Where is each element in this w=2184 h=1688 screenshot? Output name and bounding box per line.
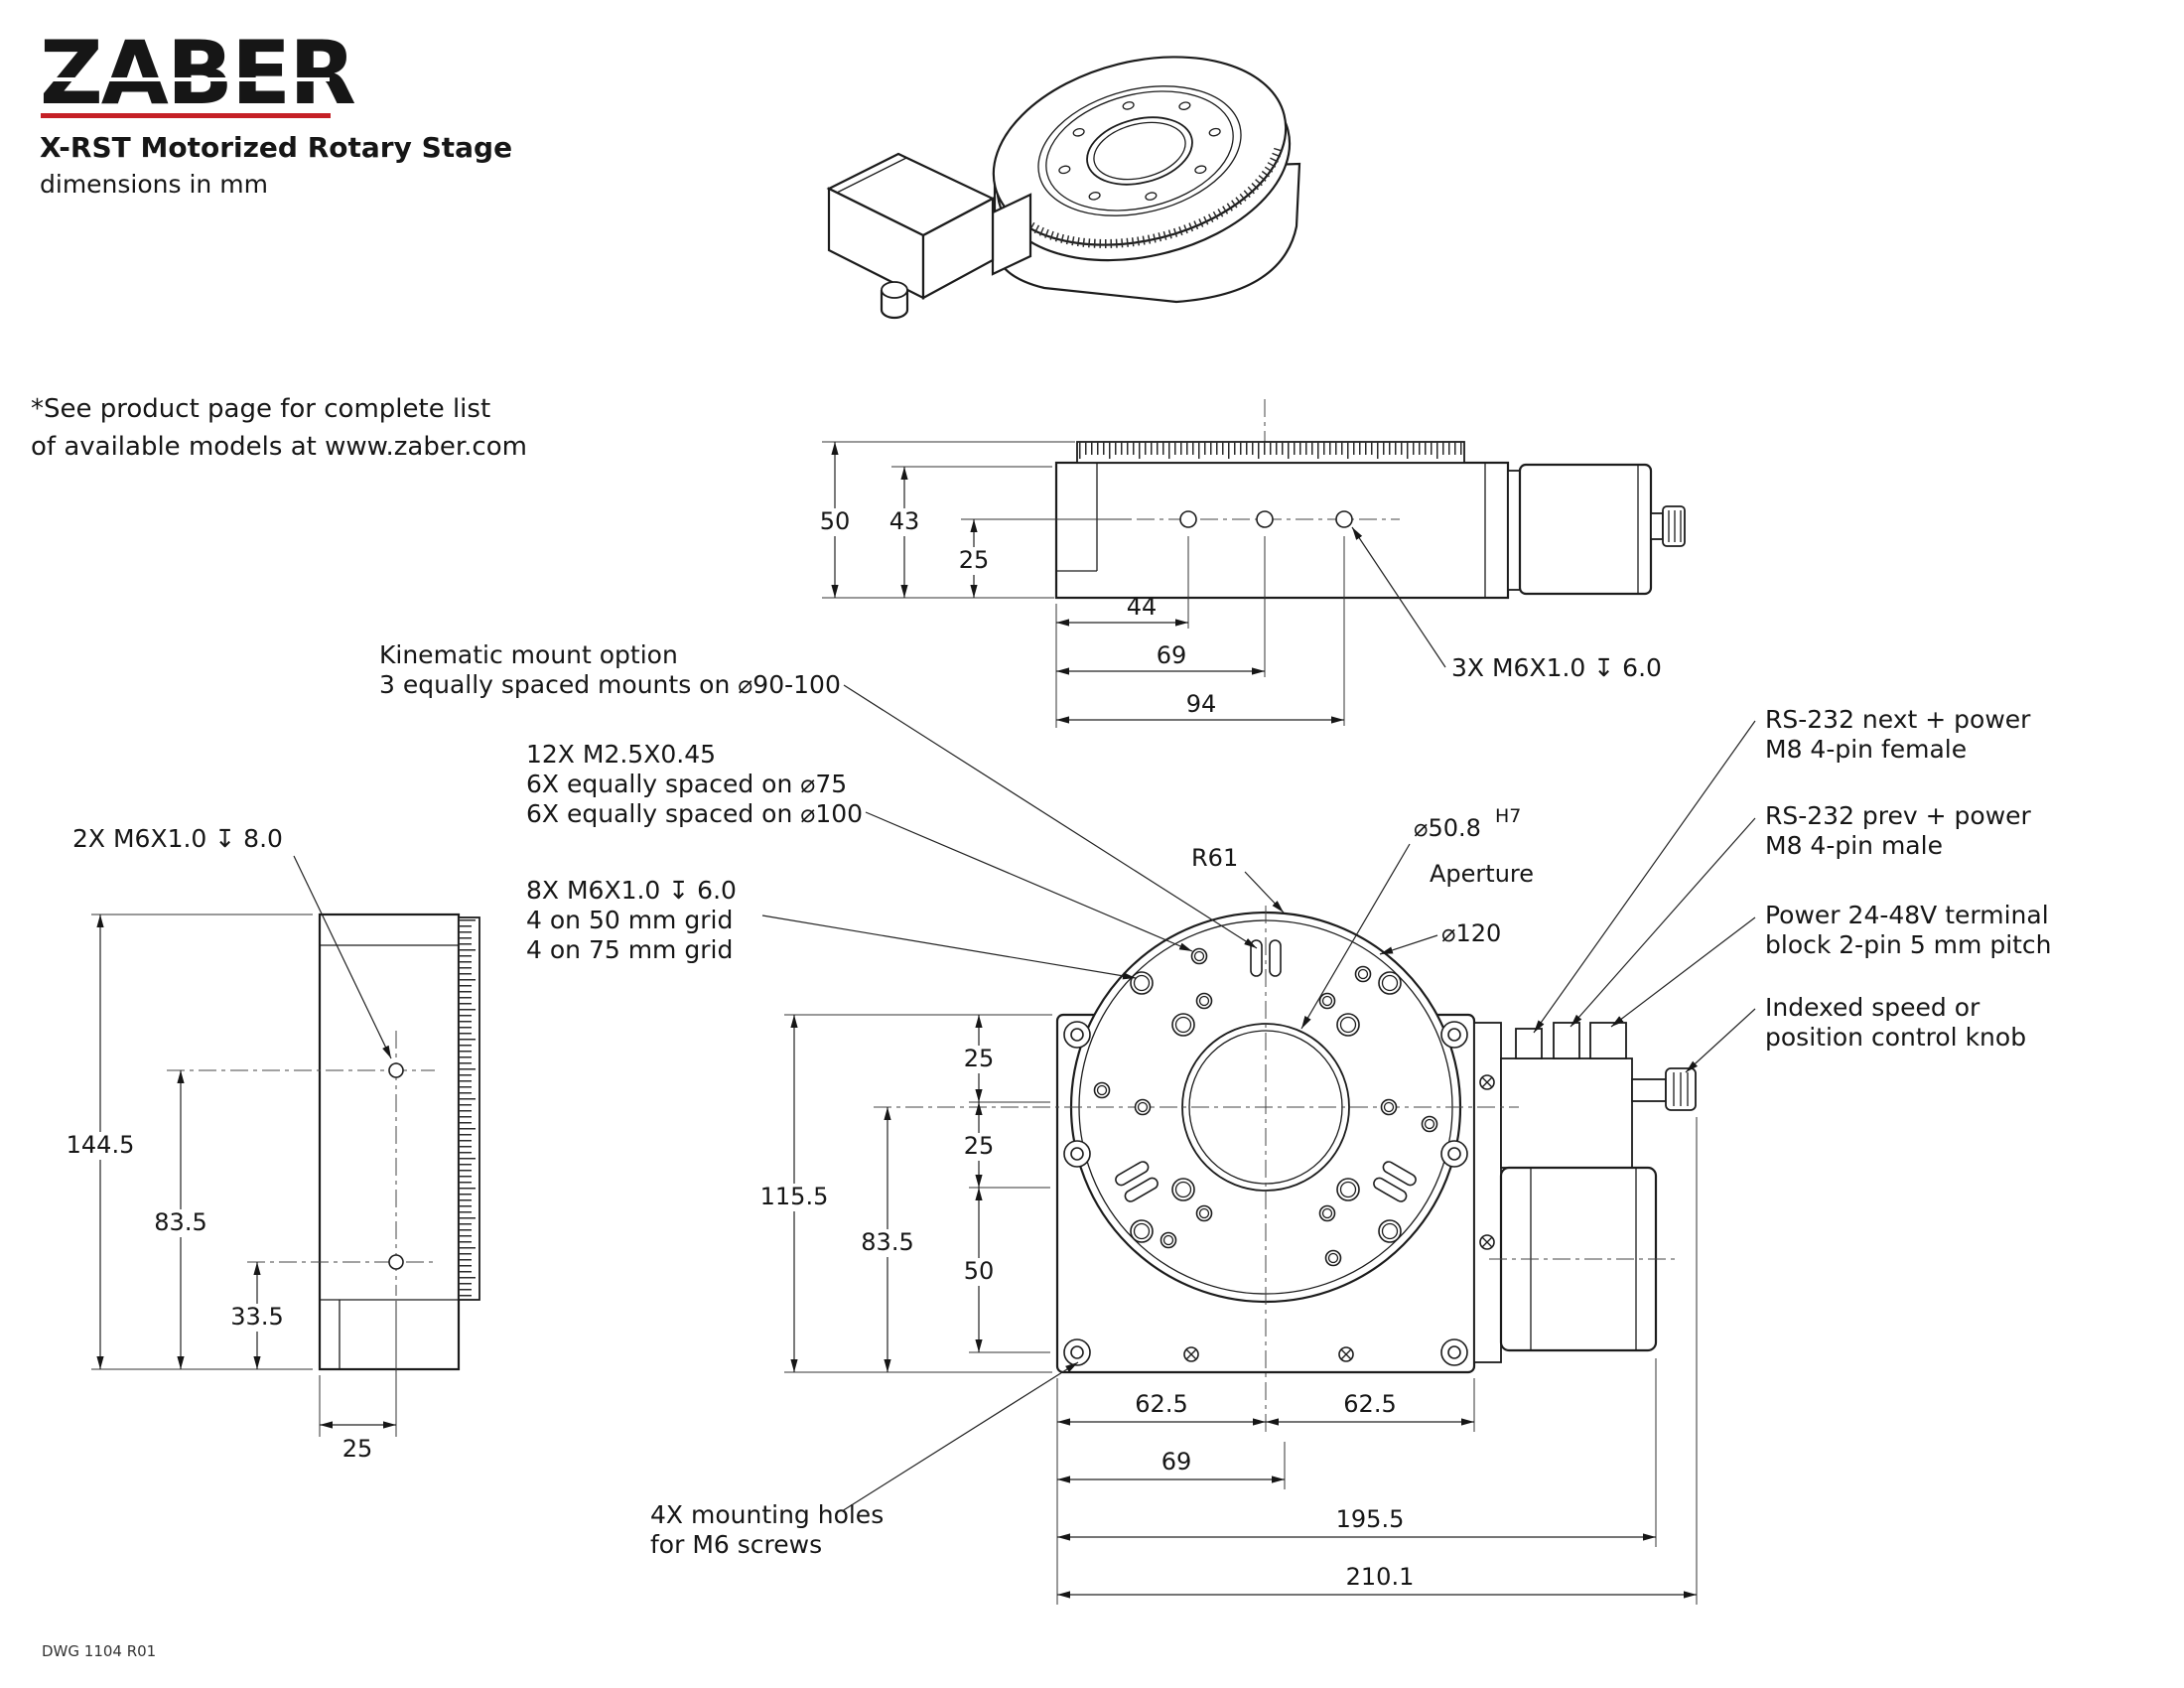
plan-dim-body-length: 195.5: [1336, 1505, 1405, 1533]
iso-platter: [992, 56, 1292, 262]
side-tap-callout: 2X M6X1.0 ↧ 8.0: [72, 824, 283, 853]
footnote-line1: *See product page for complete list: [31, 394, 490, 424]
plan-dim-overall-length: 210.1: [1346, 1563, 1415, 1591]
isometric-view: [826, 56, 1301, 320]
plan-dim-center-bottom: 83.5: [861, 1228, 913, 1256]
rs232-prev-line1: RS-232 prev + power: [1765, 801, 2032, 830]
mounting-line2: for M6 screws: [650, 1530, 822, 1559]
front-tap-hole: [1335, 510, 1353, 528]
callout-knob: Indexed speed or position control knob: [1685, 993, 2026, 1073]
plan-aperture-fit-label: H7: [1495, 805, 1521, 827]
plan-housing-strip: [1473, 1022, 1502, 1363]
logo-underline: [41, 113, 331, 118]
front-motor: [1518, 463, 1653, 596]
kinematic-line1: Kinematic mount option: [379, 640, 678, 669]
product-title: X-RST Motorized Rotary Stage: [40, 131, 512, 164]
callout-power: Power 24-48V terminal block 2-pin 5 mm p…: [1610, 901, 2052, 1028]
m6-line3: 4 on 75 mm grid: [526, 935, 733, 964]
plan-dim-50: 50: [964, 1257, 995, 1285]
plan-aperture-dia-label: ⌀50.8: [1414, 814, 1481, 842]
callout-m6-taps: 8X M6X1.0 ↧ 6.0 4 on 50 mm grid 4 on 75 …: [526, 876, 1137, 980]
front-body: [1054, 461, 1510, 600]
front-dim-hole1: 44: [1127, 593, 1158, 621]
front-dim-body-height: 43: [889, 507, 920, 535]
plan-aperture-word: Aperture: [1430, 860, 1534, 888]
plan-dim-right-half: 62.5: [1343, 1390, 1396, 1418]
front-dim-hole3: 94: [1186, 690, 1217, 718]
front-dim-hole2: 69: [1157, 641, 1187, 669]
front-tap-callout: 3X M6X1.0 ↧ 6.0: [1451, 653, 1662, 682]
side-body: [318, 913, 461, 1371]
side-dim-lower-hole: 33.5: [230, 1303, 283, 1331]
knob-line1: Indexed speed or: [1765, 993, 1980, 1022]
side-view: 2X M6X1.0 ↧ 8.0 144.5 83.5 33.5 25: [56, 824, 480, 1463]
m25-line1: 12X M2.5X0.45: [526, 740, 716, 769]
side-tap-hole-upper: [388, 1062, 404, 1078]
side-dim-upper-hole: 83.5: [154, 1208, 206, 1236]
knob-line2: position control knob: [1765, 1023, 2026, 1052]
side-tap-hole-lower: [388, 1254, 404, 1270]
callout-mounting-holes: 4X mounting holes for M6 screws: [650, 1361, 1079, 1559]
footnote-line2: of available models at www.zaber.com: [31, 432, 527, 462]
m25-line2: 6X equally spaced on ⌀75: [526, 770, 847, 798]
rs232-next-line1: RS-232 next + power: [1765, 705, 2031, 734]
plan-electronics-housing: [1500, 1057, 1633, 1169]
connector-m8-male: [1553, 1022, 1580, 1059]
iso-aperture: [1086, 116, 1193, 186]
plan-outer-dia-label: ⌀120: [1441, 919, 1501, 947]
rs232-next-line2: M8 4-pin female: [1765, 735, 1967, 764]
callout-m25-taps: 12X M2.5X0.45 6X equally spaced on ⌀75 6…: [526, 740, 1193, 952]
front-dim-overall-height: 50: [820, 507, 851, 535]
rs232-prev-line2: M8 4-pin male: [1765, 831, 1943, 860]
callout-kinematic: Kinematic mount option 3 equally spaced …: [379, 640, 1258, 949]
zaber-logo: ZABER: [40, 22, 354, 124]
m25-line3: 6X equally spaced on ⌀100: [526, 799, 863, 828]
front-knob: [1662, 505, 1686, 547]
m6-line1: 8X M6X1.0 ↧ 6.0: [526, 876, 737, 905]
units-note: dimensions in mm: [40, 170, 268, 199]
kinematic-line2: 3 equally spaced mounts on ⌀90-100: [379, 670, 841, 699]
front-dim-hole-height: 25: [959, 546, 990, 574]
knob-stem: [1631, 1078, 1667, 1102]
iso-motor: [826, 152, 996, 320]
front-motor-flange: [1507, 470, 1521, 591]
connector-terminal-block: [1589, 1022, 1627, 1059]
power-line2: block 2-pin 5 mm pitch: [1765, 930, 2052, 959]
side-graduation-ruler: [458, 916, 480, 1301]
plan-dim-left-half: 62.5: [1135, 1390, 1187, 1418]
front-tap-hole: [1256, 510, 1274, 528]
front-tap-hole: [1179, 510, 1197, 528]
front-view: 50 43 25 44 69 94 3X M6X1.0 ↧ 6.0: [812, 399, 1686, 728]
drawing-number: DWG 1104 R01: [42, 1642, 156, 1660]
plan-radius-label: R61: [1191, 844, 1238, 872]
plan-view: 115.5 83.5 25 25 50 62.5 62.5 69 195.5 2…: [751, 805, 1698, 1605]
power-line1: Power 24-48V terminal: [1765, 901, 2049, 929]
mounting-line1: 4X mounting holes: [650, 1500, 884, 1529]
m6-line2: 4 on 50 mm grid: [526, 906, 733, 934]
connector-m8-female: [1515, 1028, 1543, 1059]
plan-dim-25a: 25: [964, 1045, 995, 1072]
side-dim-overall: 144.5: [67, 1131, 135, 1159]
logo-stripe: [40, 77, 330, 81]
callout-rs232-prev: RS-232 prev + power M8 4-pin male: [1570, 801, 2032, 1028]
header: ZABER X-RST Motorized Rotary Stage dimen…: [31, 22, 527, 1660]
plan-dim-plate-height: 115.5: [760, 1183, 829, 1210]
plan-dim-69: 69: [1161, 1448, 1192, 1476]
callout-rs232-next: RS-232 next + power M8 4-pin female: [1533, 705, 2031, 1034]
plan-dim-25b: 25: [964, 1132, 995, 1160]
side-dim-hole-offset: 25: [342, 1435, 373, 1463]
front-knob-stem: [1650, 512, 1664, 540]
